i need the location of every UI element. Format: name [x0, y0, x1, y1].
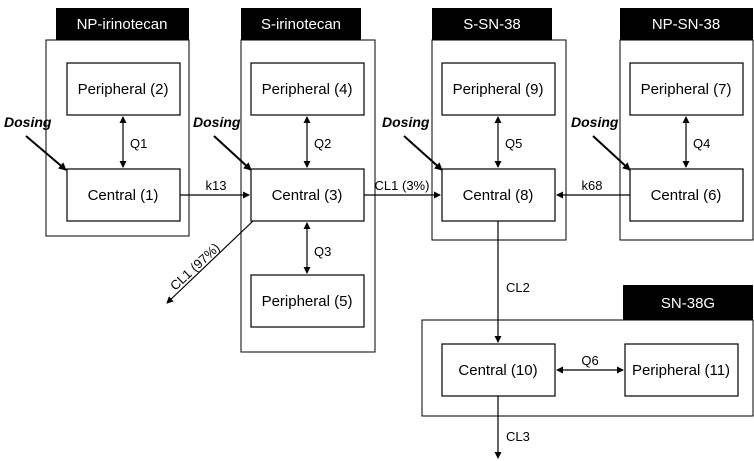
compartment-peripheral-2-label: Peripheral (2) [78, 81, 169, 98]
compartment-peripheral-7-label: Peripheral (7) [641, 81, 732, 98]
label-q2: Q2 [314, 136, 331, 151]
compartment-central-1 [66, 168, 181, 222]
compartment-central-6 [629, 168, 744, 222]
sn38g-header [623, 285, 753, 320]
np-irinotecan-group: NP-irinotecan Peripheral (2) Central (1) [45, 8, 190, 237]
label-cl3: CL3 [506, 429, 530, 444]
label-q3: Q3 [314, 244, 331, 259]
compartment-central-10-label: Central (10) [458, 362, 537, 379]
compartment-peripheral-9-label: Peripheral (9) [453, 81, 544, 98]
dosing-label-np-irinotecan: Dosing [4, 114, 52, 130]
compartment-central-3 [250, 168, 365, 222]
dosing-arrow-s-irinotecan [213, 135, 252, 171]
compartment-peripheral-4 [250, 62, 365, 116]
compartment-central-8-label: Central (8) [463, 187, 534, 204]
s-irinotecan-group: S-irinotecan Peripheral (4) Central (3) … [240, 8, 376, 353]
label-cl2: CL2 [506, 280, 530, 295]
label-q6: Q6 [581, 353, 598, 368]
compartment-peripheral-5 [250, 274, 365, 328]
s-sn38-group: S-SN-38 Peripheral (9) Central (8) [431, 8, 567, 241]
dosing-label-s-irinotecan: Dosing [193, 114, 241, 130]
compartment-peripheral-5-label: Peripheral (5) [262, 293, 353, 310]
dosing-arrow-np-sn38 [592, 135, 631, 171]
label-k13: k13 [206, 178, 227, 193]
np-irinotecan-title: NP-irinotecan [77, 16, 168, 33]
s-sn38-title: S-SN-38 [463, 16, 521, 33]
dosing-inputs: Dosing Dosing Dosing Dosing [4, 114, 631, 171]
label-q5: Q5 [505, 136, 522, 151]
compartment-central-10 [441, 343, 556, 397]
arrow-cl1-97pct [166, 220, 254, 304]
s-sn38-header [432, 8, 552, 40]
dosing-label-np-sn38: Dosing [571, 114, 619, 130]
compartment-central-8 [441, 168, 556, 222]
compartment-peripheral-9 [441, 62, 556, 116]
compartment-peripheral-7 [629, 62, 744, 116]
label-q1: Q1 [130, 136, 147, 151]
sn38g-group: SN-38G Central (10) Peripheral (11) [421, 285, 754, 417]
compartment-peripheral-4-label: Peripheral (4) [262, 81, 353, 98]
np-irinotecan-header [56, 8, 189, 40]
s-irinotecan-title: S-irinotecan [261, 16, 341, 33]
label-k68: k68 [582, 178, 603, 193]
sn38g-title: SN-38G [661, 295, 715, 312]
np-sn38-title: NP-SN-38 [652, 16, 720, 33]
np-sn38-header [620, 8, 753, 40]
exchange-arrows: Q1 Q2 Q3 Q5 Q4 Q6 [119, 116, 710, 374]
compartment-peripheral-11-label: Peripheral (11) [632, 362, 730, 379]
compartment-central-1-label: Central (1) [88, 187, 159, 204]
dosing-arrow-s-sn38 [403, 135, 443, 171]
compartment-peripheral-11 [624, 343, 739, 397]
label-cl1-3pct: CL1 (3%) [375, 178, 430, 193]
dosing-label-s-sn38: Dosing [382, 114, 430, 130]
s-irinotecan-header [241, 8, 361, 40]
label-q4: Q4 [693, 136, 710, 151]
compartment-central-3-label: Central (3) [272, 187, 343, 204]
label-cl1-97pct: CL1 (97%) [167, 240, 223, 293]
compartment-peripheral-2 [66, 62, 181, 116]
dosing-arrow-np-irinotecan [25, 135, 67, 171]
compartment-central-6-label: Central (6) [651, 187, 722, 204]
